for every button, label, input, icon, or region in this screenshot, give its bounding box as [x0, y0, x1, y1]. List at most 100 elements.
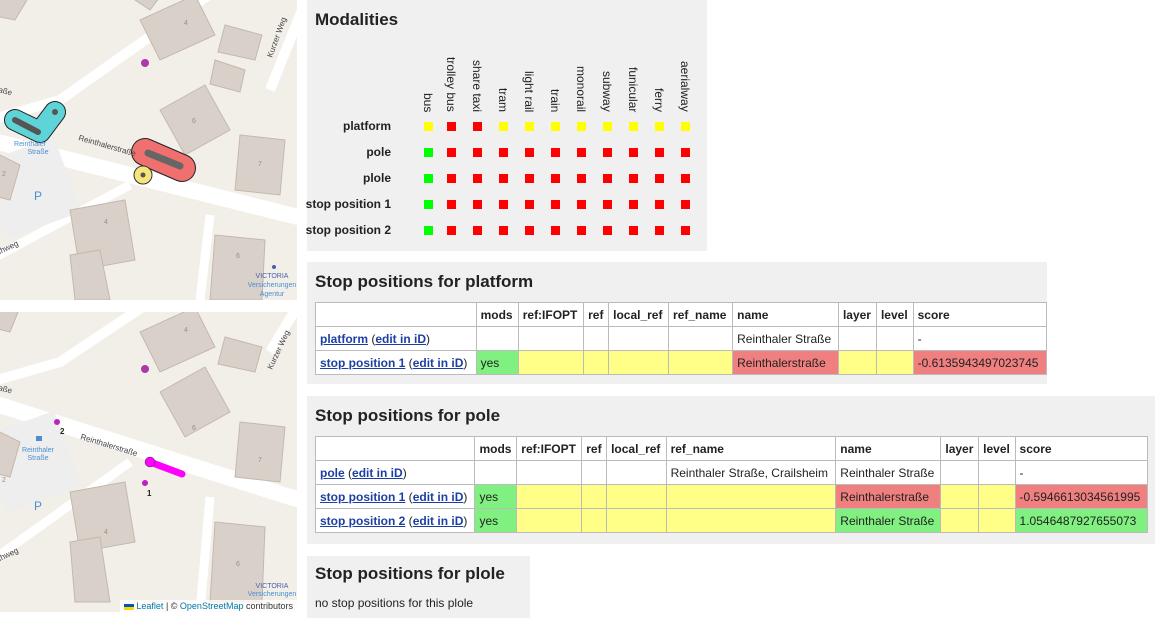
modality-cell [681, 122, 690, 131]
svg-text:VICTORIA: VICTORIA [256, 583, 289, 590]
svg-text:2: 2 [2, 171, 6, 178]
modality-cell [629, 148, 638, 157]
modality-cell [577, 200, 586, 209]
ifopt-cell [517, 326, 585, 351]
edit-in-id-link[interactable]: edit in iD [375, 331, 427, 346]
edit-in-id-link[interactable]: edit in iD [352, 465, 403, 480]
object-cell: stop position 2 (edit in iD) [314, 508, 476, 533]
osm-link[interactable]: OpenStreetMap [179, 601, 244, 611]
leaflet-link[interactable]: Leaflet [136, 601, 164, 611]
modality-cell [681, 226, 690, 235]
svg-text:Straße: Straße [27, 149, 48, 156]
layer-cell [837, 350, 877, 375]
plole-panel: Stop positions for plole no stop positio… [307, 556, 530, 618]
modality-cell [577, 148, 586, 157]
column-header: score [1014, 436, 1149, 461]
svg-text:7: 7 [258, 457, 262, 464]
modality-header: train [548, 44, 562, 112]
level-cell [978, 508, 1016, 533]
local_ref-cell [608, 326, 670, 351]
layer-cell [940, 484, 980, 509]
modality-header-label: ferry [652, 88, 666, 112]
svg-text:VICTORIA: VICTORIA [256, 273, 289, 280]
modality-cell [629, 200, 638, 209]
svg-text:2: 2 [2, 477, 6, 484]
object-link[interactable]: stop position 2 [320, 513, 406, 528]
edit-in-id-link[interactable]: edit in iD [412, 355, 464, 370]
map-top-canvas: Reinthalerstraße Kurzer Weg aße chweg Re… [0, 0, 297, 300]
svg-text:Straße: Straße [27, 455, 48, 462]
modality-cell [655, 148, 664, 157]
modality-header-label: trolley bus [444, 57, 458, 112]
mods-cell [474, 460, 518, 485]
modality-cell [603, 200, 612, 209]
modality-cell [499, 122, 508, 131]
osmname-cell: Reinthaler Straße [835, 460, 942, 485]
object-cell: stop position 1 (edit in iD) [315, 350, 477, 375]
modality-header: tram [496, 44, 510, 112]
modality-header-label: train [548, 88, 562, 112]
osmname-cell: Reinthaler Straße [732, 326, 839, 351]
table-row: pole (edit in iD)Reinthaler Straße, Crai… [314, 460, 1149, 485]
modality-cell [473, 148, 482, 157]
column-header: local_ref [606, 436, 667, 461]
modality-cell [447, 122, 456, 131]
column-header: name [835, 436, 942, 461]
modality-header-label: light rail [522, 70, 536, 112]
column-header: local_ref [608, 302, 670, 327]
modality-cell [577, 174, 586, 183]
osmname-cell: Reinthalerstraße [835, 484, 942, 509]
modality-cell [424, 122, 433, 131]
modality-cell [499, 174, 508, 183]
column-header: ref:IFOPT [517, 302, 585, 327]
column-header [315, 302, 477, 327]
column-header: score [912, 302, 1048, 327]
ref_name-cell [665, 508, 837, 533]
level-cell [978, 460, 1016, 485]
edit-in-id-link[interactable]: edit in iD [412, 513, 464, 528]
layer-cell [940, 508, 980, 533]
modality-cell [603, 226, 612, 235]
modality-row-label: platform [343, 119, 391, 133]
svg-text:1: 1 [147, 489, 152, 498]
modality-row-label: stop position 1 [305, 197, 391, 211]
osmname-cell: Reinthaler Straße [835, 508, 942, 533]
modalities-title: Modalities [315, 10, 399, 29]
modality-cell [681, 200, 690, 209]
edit-in-id-link[interactable]: edit in iD [412, 489, 464, 504]
modality-header: share taxi [470, 44, 484, 112]
modality-cell [655, 174, 664, 183]
modality-header-label: monorail [574, 65, 588, 112]
osmname-cell: Reinthalerstraße [732, 350, 839, 375]
modality-cell [473, 174, 482, 183]
map-top[interactable]: Reinthalerstraße Kurzer Weg aße chweg Re… [0, 0, 297, 300]
object-link[interactable]: platform [320, 331, 368, 346]
modality-cell [424, 200, 433, 209]
plole-title: Stop positions for plole [315, 564, 505, 583]
modality-cell [603, 148, 612, 157]
pole-title: Stop positions for pole [315, 406, 501, 425]
street-label: Reinthalerstraße [77, 133, 137, 158]
modality-cell [603, 122, 612, 131]
modality-header: bus [421, 44, 435, 112]
modality-cell [577, 226, 586, 235]
svg-text:aße: aße [0, 85, 14, 97]
object-link[interactable]: stop position 1 [320, 489, 406, 504]
svg-text:Reinthaler: Reinthaler [14, 141, 47, 148]
column-header: mods [474, 436, 518, 461]
modality-row-label: stop position 2 [305, 223, 391, 237]
object-cell: pole (edit in iD) [314, 460, 476, 485]
object-link[interactable]: pole [320, 465, 345, 480]
map-bottom[interactable]: 2 1 Reinthalerstraße Kurzer Weg aße chwe… [0, 312, 297, 612]
ref_name-cell [665, 484, 837, 509]
column-header: level [875, 302, 914, 327]
object-link[interactable]: stop position 1 [320, 355, 406, 370]
map-attribution: Leaflet | © OpenStreetMap contributors [119, 600, 297, 612]
svg-text:4: 4 [184, 327, 188, 334]
ifopt-cell [516, 484, 583, 509]
modality-cell [655, 122, 664, 131]
modality-cell [551, 174, 560, 183]
